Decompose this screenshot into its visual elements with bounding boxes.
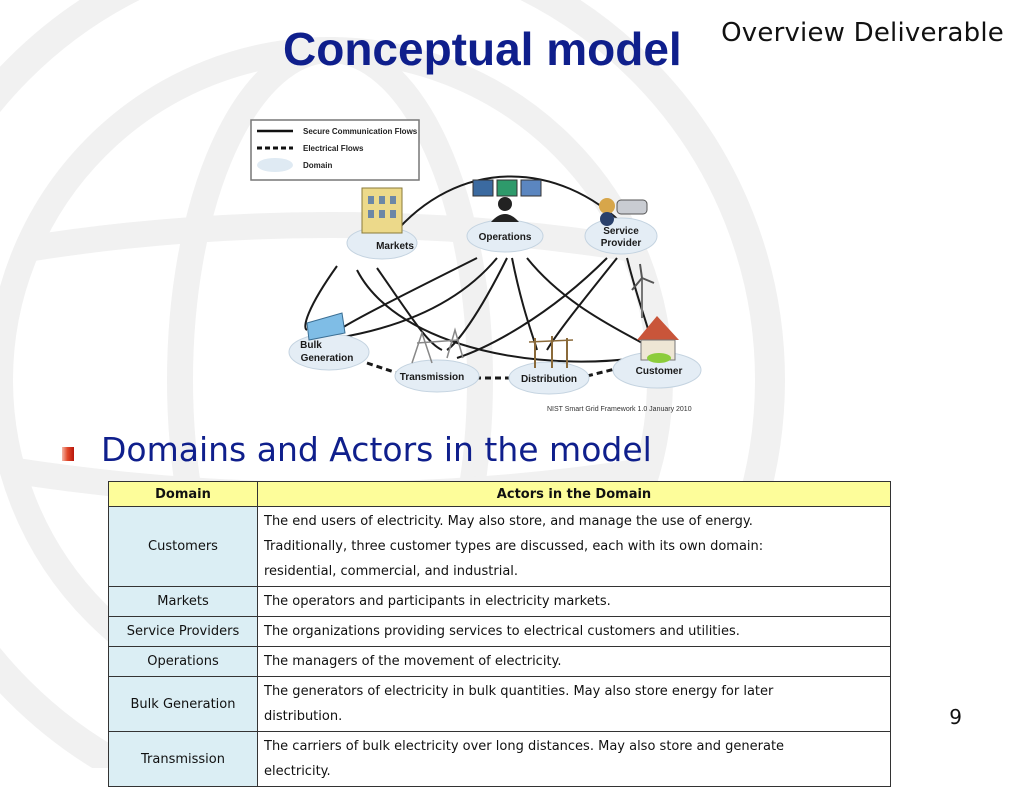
node-label-distribution: Distribution — [521, 374, 577, 385]
actors-cell: The generators of electricity in bulk qu… — [257, 676, 891, 732]
bullet-icon — [62, 447, 74, 461]
table-row: Bulk Generation The generators of electr… — [108, 676, 891, 732]
conceptual-model-diagram: Secure Communication Flows Electrical Fl… — [250, 119, 702, 413]
legend-domain: Domain — [303, 161, 332, 170]
table-row: Operations The managers of the movement … — [108, 646, 891, 677]
actors-text-line: Traditionally, three customer types are … — [264, 539, 764, 554]
node-label-customer: Customer — [636, 366, 683, 377]
diagram-legend: Secure Communication Flows Electrical Fl… — [250, 119, 420, 181]
node-label-transmission: Transmission — [400, 372, 464, 383]
section-heading: Domains and Actors in the model — [101, 430, 652, 469]
domain-clouds — [288, 217, 702, 395]
actors-text-line: distribution. — [264, 709, 343, 724]
column-header-domain: Domain — [108, 481, 258, 507]
deliverable-label: Overview Deliverable — [721, 18, 1004, 48]
domain-cell: Service Providers — [108, 616, 258, 647]
actors-text-line: The generators of electricity in bulk qu… — [264, 684, 774, 699]
diagram-caption: NIST Smart Grid Framework 1.0 January 20… — [547, 406, 692, 413]
transmission-tower-icon — [411, 327, 464, 364]
actors-cell: The operators and participants in electr… — [257, 586, 891, 617]
column-header-actors: Actors in the Domain — [257, 481, 891, 507]
actors-cell: The end users of electricity. May also s… — [257, 506, 891, 587]
page-title: Conceptual model — [283, 23, 682, 75]
distribution-poles-icon — [528, 336, 574, 368]
bulk-generation-dam-icon — [306, 312, 346, 341]
node-label-bulk-2: Generation — [301, 353, 354, 364]
domain-cell: Bulk Generation — [108, 676, 258, 732]
actors-text-line: residential, commercial, and industrial. — [264, 564, 519, 579]
actors-cell: The organizations providing services to … — [257, 616, 891, 647]
customer-house-icon — [631, 263, 679, 363]
actors-text-line: The carriers of bulk electricity over lo… — [264, 739, 785, 754]
domains-table: Domain Actors in the Domain Customers Th… — [108, 481, 891, 787]
node-label-markets: Markets — [376, 241, 414, 252]
actors-text-line: The operators and participants in electr… — [264, 594, 611, 609]
actors-text-line: The managers of the movement of electric… — [264, 654, 562, 669]
actors-cell: The managers of the movement of electric… — [257, 646, 891, 677]
markets-building-icon — [361, 187, 403, 234]
table-row: Markets The operators and participants i… — [108, 586, 891, 617]
node-label-bulk-1: Bulk — [300, 340, 322, 351]
actors-text-line: The end users of electricity. May also s… — [264, 514, 753, 529]
domain-cell: Markets — [108, 586, 258, 617]
actors-cell: The carriers of bulk electricity over lo… — [257, 731, 891, 787]
legend-secure-communication: Secure Communication Flows — [303, 127, 418, 136]
communication-flows — [304, 175, 668, 363]
node-label-service-provider-2: Provider — [601, 238, 642, 249]
domain-cell: Customers — [108, 506, 258, 587]
actors-text-line: The organizations providing services to … — [264, 624, 740, 639]
domain-cell: Transmission — [108, 731, 258, 787]
legend-electrical-flows: Electrical Flows — [303, 144, 364, 153]
table-row: Service Providers The organizations prov… — [108, 616, 891, 647]
page-number: 9 — [949, 705, 962, 729]
node-label-operations: Operations — [479, 232, 532, 243]
actors-text-line: electricity. — [264, 764, 331, 779]
operations-monitors-icon — [472, 179, 542, 222]
table-row: Transmission The carriers of bulk electr… — [108, 731, 891, 787]
node-label-service-provider-1: Service — [603, 226, 639, 237]
service-provider-car-icon — [599, 198, 648, 226]
domain-cell: Operations — [108, 646, 258, 677]
table-header-row: Domain Actors in the Domain — [108, 481, 891, 507]
table-row: Customers The end users of electricity. … — [108, 506, 891, 587]
electrical-flows — [366, 361, 620, 380]
